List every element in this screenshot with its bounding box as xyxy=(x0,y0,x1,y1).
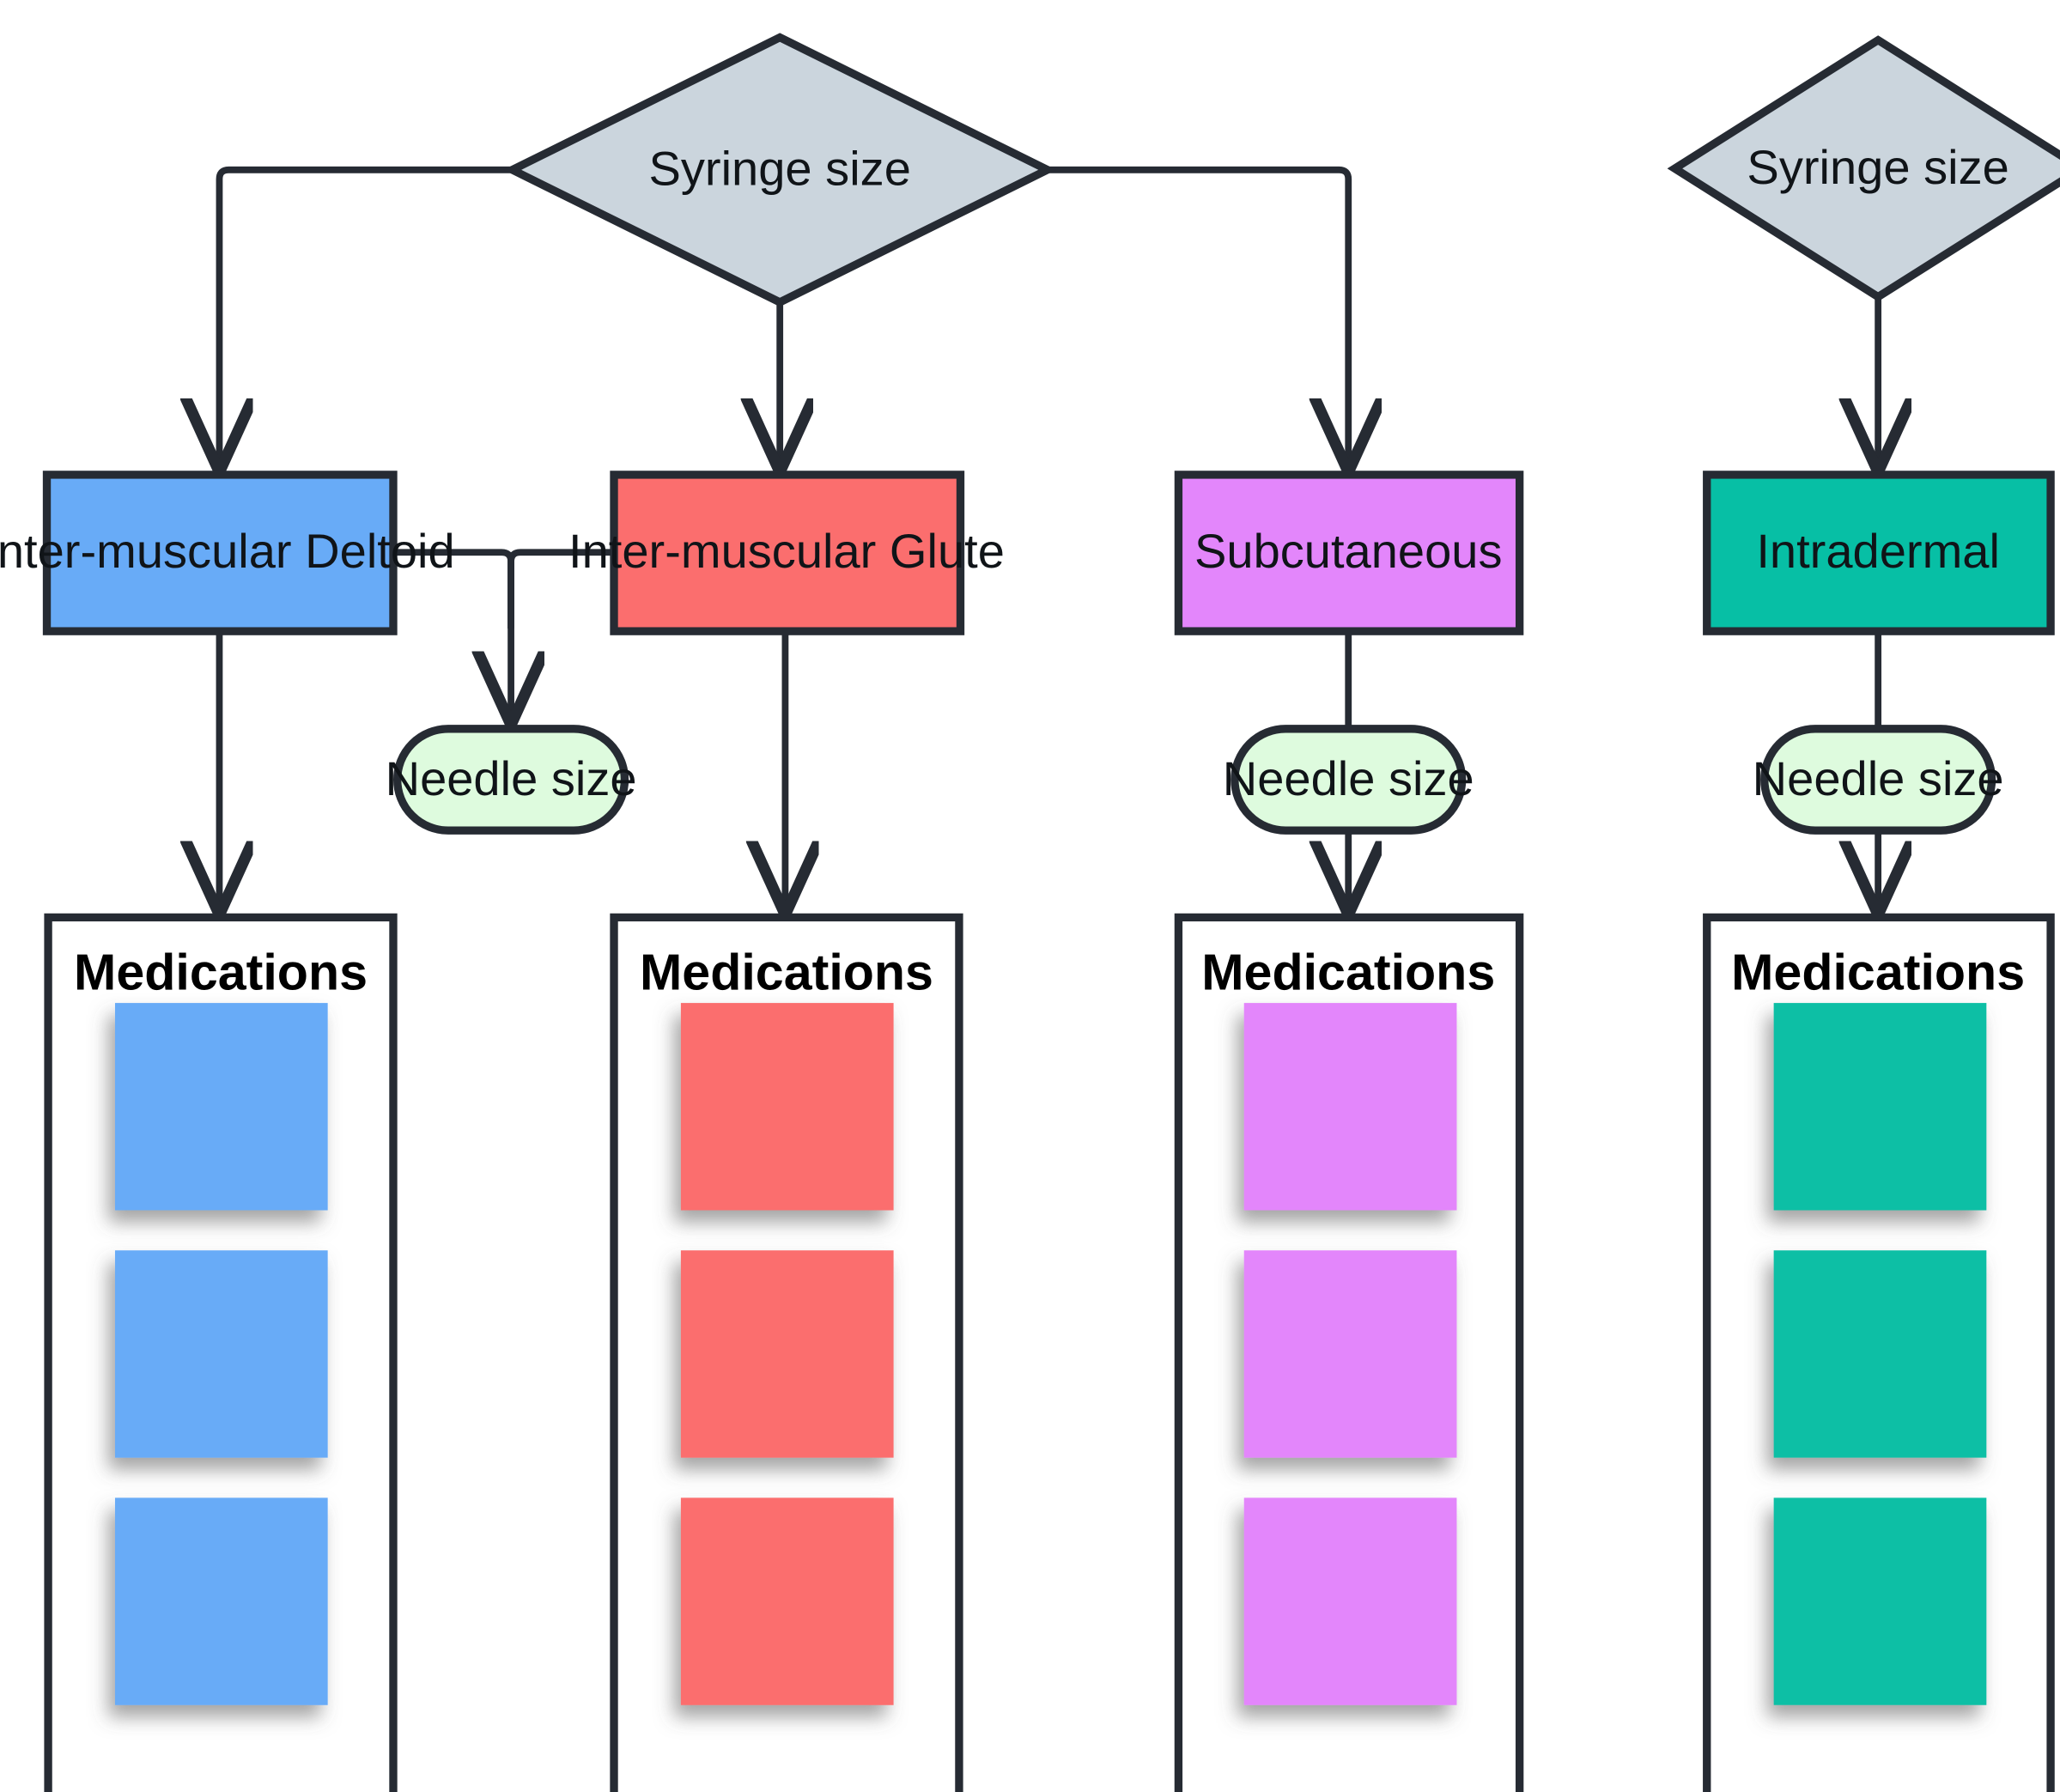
route-node-deltoid[interactable]: Inter-muscular Deltoid xyxy=(0,471,455,635)
panel-title-deltoid: Medications xyxy=(74,944,368,1001)
decision-label-syringe-size-left: Syringe size xyxy=(648,142,910,196)
medications-layer: Medications Medications Medications xyxy=(44,913,2055,1792)
route-node-glute[interactable]: Inter-muscular Glute xyxy=(568,471,1005,635)
needle-label-subcutaneous: Needle size xyxy=(1223,751,1474,805)
medication-card[interactable] xyxy=(680,1497,894,1705)
route-node-subcutaneous[interactable]: Subcutaneous xyxy=(1174,471,1524,635)
medication-card[interactable] xyxy=(1243,1497,1457,1705)
medication-card[interactable] xyxy=(1243,1250,1457,1458)
route-label-glute: Inter-muscular Glute xyxy=(568,524,1005,578)
route-rect xyxy=(1703,471,2055,635)
medication-card[interactable] xyxy=(1773,1497,1987,1705)
medications-panel-subcutaneous[interactable]: Medications xyxy=(1174,913,1524,1792)
decision-layer: Syringe size Syringe size xyxy=(503,33,2060,307)
edge-syringe-to-subcutaneous xyxy=(1047,166,1349,465)
edge-syringe-to-deltoid xyxy=(219,166,513,465)
needle-stadium-shape xyxy=(1760,725,1996,835)
medication-card[interactable] xyxy=(114,1497,328,1705)
route-rect xyxy=(610,471,965,635)
needle-node-subcutaneous[interactable]: Needle size xyxy=(1223,725,1474,835)
panel-title-intradermal: Medications xyxy=(1731,944,2025,1001)
needle-stadium-shape xyxy=(1231,725,1467,835)
medication-card[interactable] xyxy=(1243,1003,1457,1211)
decision-node-syringe-size-right[interactable]: Syringe size xyxy=(1667,35,2060,302)
route-label-deltoid: Inter-muscular Deltoid xyxy=(0,524,455,578)
medication-card[interactable] xyxy=(114,1003,328,1211)
route-node-intradermal[interactable]: Intradermal xyxy=(1703,471,2055,635)
needle-layer: Needle size Needle size Needle size xyxy=(386,725,2004,835)
needle-label-deltoid-glute: Needle size xyxy=(386,751,637,805)
diamond-shape xyxy=(1667,35,2060,302)
medication-card[interactable] xyxy=(680,1003,894,1211)
medication-card[interactable] xyxy=(680,1250,894,1458)
needle-node-intradermal[interactable]: Needle size xyxy=(1753,725,2004,835)
route-layer: Inter-muscular Deltoid Inter-muscular Gl… xyxy=(0,471,2055,635)
edge-layer xyxy=(219,166,1878,908)
route-label-subcutaneous: Subcutaneous xyxy=(1194,524,1503,578)
medications-panel-glute[interactable]: Medications xyxy=(610,913,963,1792)
route-label-intradermal: Intradermal xyxy=(1756,524,2000,578)
diamond-shape xyxy=(503,33,1057,307)
panel-title-glute: Medications xyxy=(640,944,933,1001)
decision-label-syringe-size-right: Syringe size xyxy=(1747,140,2008,194)
route-rect xyxy=(42,471,398,635)
needle-stadium-shape xyxy=(392,725,629,835)
decision-node-syringe-size-left[interactable]: Syringe size xyxy=(503,33,1057,307)
panel-title-subcutaneous: Medications xyxy=(1201,944,1495,1001)
medication-card[interactable] xyxy=(1773,1250,1987,1458)
medications-panel-intradermal[interactable]: Medications xyxy=(1703,913,2055,1792)
needle-label-intradermal: Needle size xyxy=(1753,751,2004,805)
medication-card[interactable] xyxy=(114,1250,328,1458)
medications-panel-deltoid[interactable]: Medications xyxy=(44,913,398,1792)
route-rect xyxy=(1174,471,1524,635)
needle-node-deltoid-glute[interactable]: Needle size xyxy=(386,725,637,835)
medication-card[interactable] xyxy=(1773,1003,1987,1211)
